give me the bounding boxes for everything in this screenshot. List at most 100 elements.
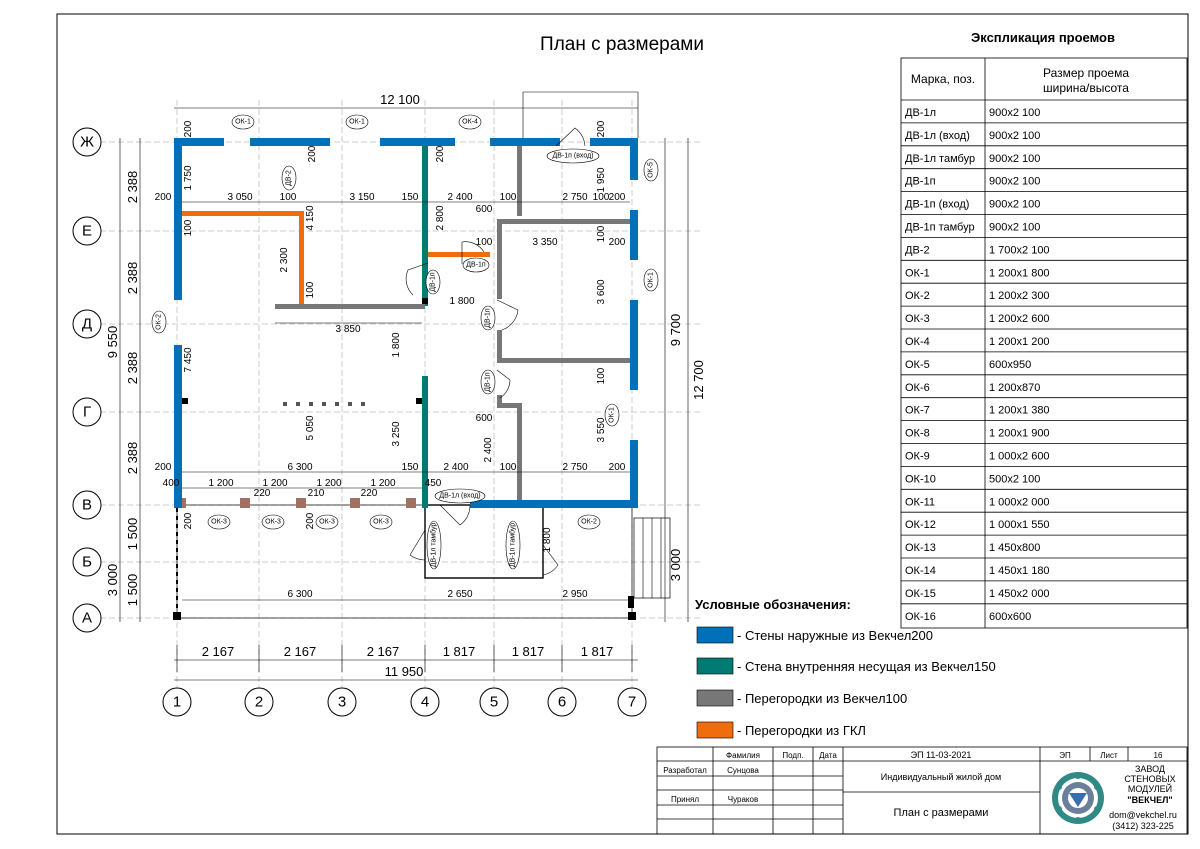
dim-in-100-a: 100	[280, 192, 297, 203]
axis-row-zh: Ж	[80, 134, 94, 151]
dim-left-2: 2 388	[125, 262, 140, 295]
tag-ok4: ОК-4	[462, 119, 478, 126]
table-cell-mark: ОК-13	[905, 542, 936, 554]
dim-in-2750-a: 2 750	[562, 192, 587, 203]
dim-in-1800-c: 1 800	[542, 527, 553, 552]
axis-row-a: А	[82, 610, 92, 627]
company-name-3: МОДУЛЕЙ	[1128, 783, 1172, 794]
vestibule	[424, 504, 544, 579]
dim-in-7450: 7 450	[183, 347, 194, 372]
legend: Условные обозначения: - Стены наружные и…	[695, 597, 996, 739]
table-cell-mark: ОК-11	[905, 496, 935, 508]
table-cell-mark: ОК-2	[905, 290, 930, 302]
tag-dv2: ДВ-2	[286, 170, 293, 186]
tag-ok3-c: ОК-3	[319, 519, 335, 526]
table-cell-size: 1 200х1 200	[989, 336, 1050, 348]
dim-in-100-i: 100	[500, 462, 517, 473]
dim-in-200-a: 200	[183, 120, 194, 137]
tag-dv1l-vhod: ДВ-1л (вход)	[439, 493, 480, 500]
table-cell-mark: ОК-7	[905, 405, 930, 417]
table-cell-size: 600х600	[989, 611, 1031, 623]
dim-in-3550: 3 550	[596, 417, 607, 442]
company-name-2: СТЕНОВЫХ	[1124, 774, 1175, 784]
dim-right-porch: 3 000	[668, 549, 683, 582]
stamp-razrabotal: Разработал	[663, 766, 707, 775]
table-cell-size: 1 200х2 300	[989, 290, 1050, 302]
table-cell-size: 900х2 100	[989, 153, 1040, 165]
tag-dv1l-tambur: ДВ-1л тамбур	[430, 523, 438, 568]
dim-in-1950: 1 950	[596, 167, 607, 192]
tag-dv1p-a: ДВ-1п	[430, 272, 437, 292]
stamp-stage-h: ЭП	[1059, 751, 1071, 760]
table-cell-mark: ДВ-1п (вход)	[905, 199, 969, 211]
table-cell-mark: ОК-16	[905, 611, 936, 623]
dim-in-6300-b: 6 300	[287, 589, 312, 600]
explication-head-size-2: ширина/высота	[1043, 81, 1129, 95]
dim-in-150-b: 150	[402, 462, 419, 473]
tag-dv1p-tambur: ДВ-1п тамбур	[509, 523, 517, 567]
dim-in-5050: 5 050	[305, 415, 316, 440]
table-cell-mark: ДВ-1п тамбур	[905, 222, 975, 234]
door-swings	[405, 127, 586, 576]
legend-swatch-part	[696, 689, 734, 707]
dim-in-100-e: 100	[476, 237, 493, 248]
table-cell-mark: ДВ-1л тамбур	[905, 153, 975, 165]
dim-in-3150: 3 150	[349, 192, 374, 203]
dim-in-200-g: 200	[609, 237, 626, 248]
table-cell-mark: ОК-3	[905, 313, 930, 325]
dim-bottom-4: 1 817	[443, 644, 476, 659]
dim-in-2400-a: 2 400	[447, 192, 472, 203]
table-cell-size: 1 450х2 000	[989, 588, 1050, 600]
legend-label-gkl: - Перегородки из ГКЛ	[737, 723, 866, 738]
table-cell-mark: ОК-10	[905, 473, 936, 485]
table-cell-mark: ДВ-1л (вход)	[905, 130, 970, 142]
dim-in-1750: 1 750	[183, 165, 194, 190]
table-cell-size: 1 000х2 000	[989, 496, 1050, 508]
dim-in-2950: 2 950	[562, 589, 587, 600]
dim-in-210: 210	[308, 488, 325, 499]
tag-ok2-a: ОК-2	[156, 314, 163, 330]
table-cell-mark: ОК-15	[905, 588, 936, 600]
dim-in-220-b: 220	[361, 488, 378, 499]
dim-bottom-3: 2 167	[367, 644, 400, 659]
company-name-1: ЗАВОД	[1135, 764, 1165, 774]
table-cell-size: 1 000х1 550	[989, 519, 1050, 531]
table-cell-size: 1 200х1 800	[989, 267, 1050, 279]
dim-in-100-g: 100	[305, 281, 316, 298]
table-cell-size: 1 200х870	[989, 382, 1040, 394]
dim-left-1: 2 388	[125, 171, 140, 204]
tag-ok3-d: ОК-3	[373, 519, 389, 526]
table-cell-size: 1 200х1 380	[989, 405, 1050, 417]
table-cell-mark: ОК-12	[905, 519, 936, 531]
title-block: Фамилия Подп. Дата Разработал Сунцова Пр…	[656, 746, 1188, 835]
dim-in-1800-a: 1 800	[449, 296, 474, 307]
dim-in-200-f: 200	[609, 192, 626, 203]
dim-in-4150: 4 150	[305, 205, 316, 230]
table-cell-mark: ОК-4	[905, 336, 930, 348]
dim-bottom-2: 2 167	[284, 644, 317, 659]
dim-right-overall-a: 9 700	[668, 314, 683, 347]
stamp-h-podp: Подп.	[782, 751, 803, 760]
table-cell-mark: ДВ-1п	[905, 176, 936, 188]
dim-in-1200-c: 1 200	[316, 478, 341, 489]
dim-in-2750-b: 2 750	[562, 462, 587, 473]
dim-left-3: 2 388	[125, 352, 140, 385]
dim-bottom-6: 1 817	[581, 644, 614, 659]
tag-ok1-a: ОК-1	[235, 119, 251, 126]
porch-steps	[633, 517, 671, 599]
table-cell-size: 1 450х800	[989, 542, 1040, 554]
tag-ok1-b: ОК-1	[349, 119, 365, 126]
dim-in-100-f: 100	[596, 225, 607, 242]
table-cell-size: 900х2 100	[989, 222, 1040, 234]
table-cell-size: 1 450х1 180	[989, 565, 1050, 577]
axis-col-3: 3	[338, 694, 346, 711]
stamp-sheet-name: План с размерами	[894, 807, 989, 819]
stamp-prinyal: Принял	[671, 795, 699, 804]
dim-in-1200-d: 1 200	[370, 478, 395, 489]
dim-right-overall-b: 12 700	[691, 360, 706, 400]
explication-title: Экспликация проемов	[971, 30, 1115, 45]
table-cell-mark: ДВ-1л	[905, 107, 936, 119]
walls	[174, 138, 638, 508]
dim-in-600-b: 600	[476, 413, 493, 424]
dim-in-1200-a: 1 200	[208, 478, 233, 489]
